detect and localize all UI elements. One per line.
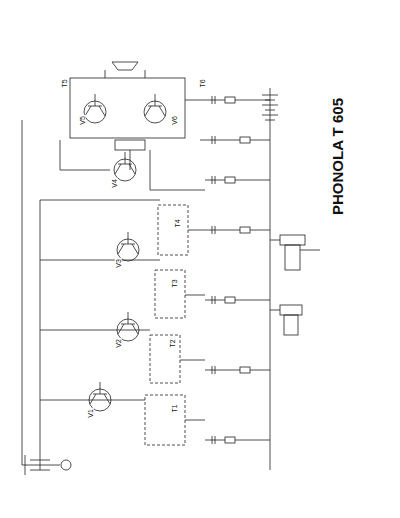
capacitor-symbol (212, 296, 215, 304)
capacitor-symbol (212, 136, 215, 144)
transformer-label: T6 (198, 78, 205, 88)
resistor-symbol (225, 437, 235, 443)
transformer-label: T5 (60, 78, 67, 88)
transformer-label: T1 (170, 403, 177, 413)
capacitor-symbol (212, 96, 215, 104)
resistor-symbol (240, 367, 250, 373)
capacitor-symbol (212, 366, 215, 374)
transistor-label: V1 (86, 408, 93, 419)
transistor-symbol (144, 94, 166, 123)
transistor-label: V2 (114, 338, 121, 349)
resistor-symbol (240, 137, 250, 143)
transistor-label: V4 (110, 178, 117, 189)
transistor-symbol (89, 382, 111, 411)
resistor-symbol (240, 227, 250, 233)
transistor-symbol (117, 312, 139, 341)
transistor-label: V5 (78, 115, 85, 126)
transistor-label: V6 (170, 115, 177, 126)
capacitor-symbol (212, 176, 215, 184)
transformer-label: T3 (170, 278, 177, 288)
transistor-symbol (117, 232, 139, 261)
transformer-label: T2 (168, 338, 175, 348)
resistor-symbol (225, 177, 235, 183)
capacitor-symbol (212, 226, 215, 234)
capacitor-symbol (212, 436, 215, 444)
transformer-label: T4 (173, 218, 180, 228)
transistor-symbol (84, 94, 106, 123)
transistor-symbol (114, 152, 136, 181)
resistor-symbol (225, 97, 235, 103)
resistor-symbol (225, 297, 235, 303)
title: PHONOLA T 605 (330, 98, 346, 215)
transistor-label: V3 (114, 258, 121, 269)
